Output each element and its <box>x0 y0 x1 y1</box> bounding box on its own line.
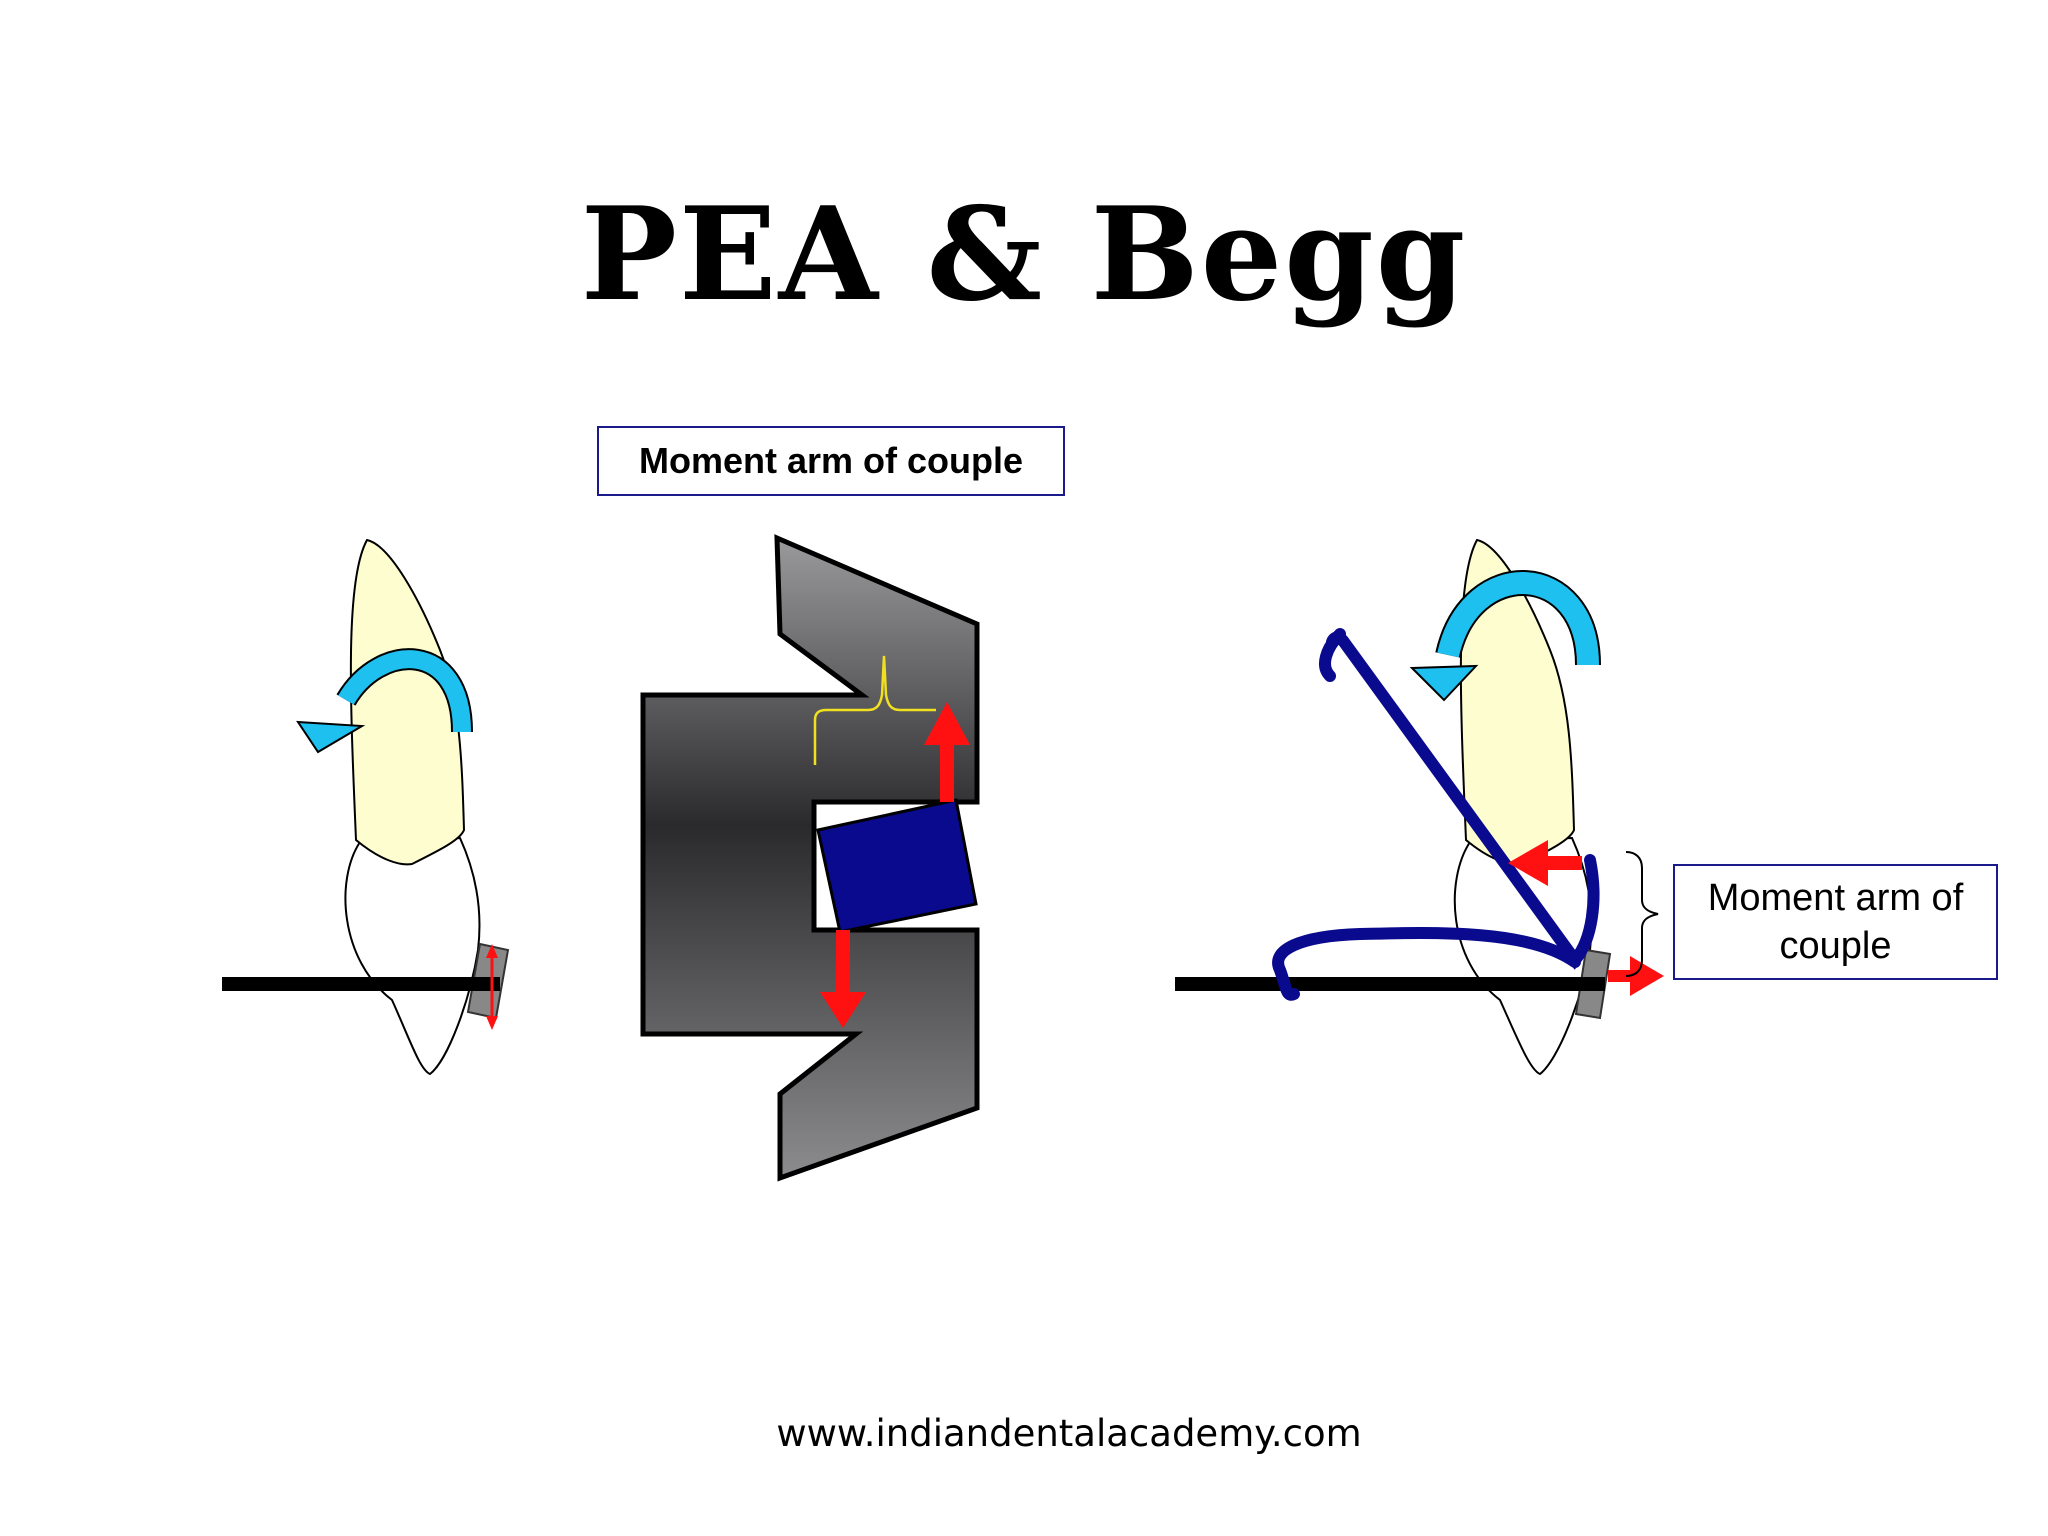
begg-archwire-loop <box>1272 927 1581 1001</box>
force-arrow-up <box>924 702 970 802</box>
force-arrow-left-right-tooth <box>1508 840 1582 886</box>
moment-arm-label-top-text: Moment arm of couple <box>638 440 1024 481</box>
bracket-body <box>640 534 980 1182</box>
rotation-arrow-right <box>1409 570 1601 702</box>
archwire-square <box>816 798 978 934</box>
tooth-left-archwire <box>222 977 500 991</box>
tooth-right <box>1175 538 1664 1076</box>
begg-archwire-top-hook <box>1319 628 1346 682</box>
moment-arm-label-right-text: Moment arm of couple <box>1707 877 1964 967</box>
footer-url[interactable]: www.indiandentalacademy.com <box>776 1412 1362 1455</box>
moment-brace-yellow <box>813 655 936 765</box>
tooth-left-root <box>344 836 481 1076</box>
bracket-slot <box>640 534 980 1182</box>
moment-brace-black <box>1625 851 1659 977</box>
moment-arm-label-right: Moment arm of couple <box>1673 864 1998 980</box>
tooth-left <box>222 538 510 1076</box>
tooth-right-crown <box>1459 538 1576 866</box>
force-arrow-right <box>1608 956 1664 996</box>
force-arrow-left <box>486 944 498 1030</box>
rotation-arrow-left <box>296 648 473 754</box>
tooth-right-archwire <box>1175 977 1605 991</box>
force-arrow-down <box>820 930 866 1028</box>
moment-arm-label-top: Moment arm of couple <box>597 426 1065 496</box>
tooth-left-crown <box>349 538 466 866</box>
slide-title: PEA & Begg <box>580 180 1468 330</box>
